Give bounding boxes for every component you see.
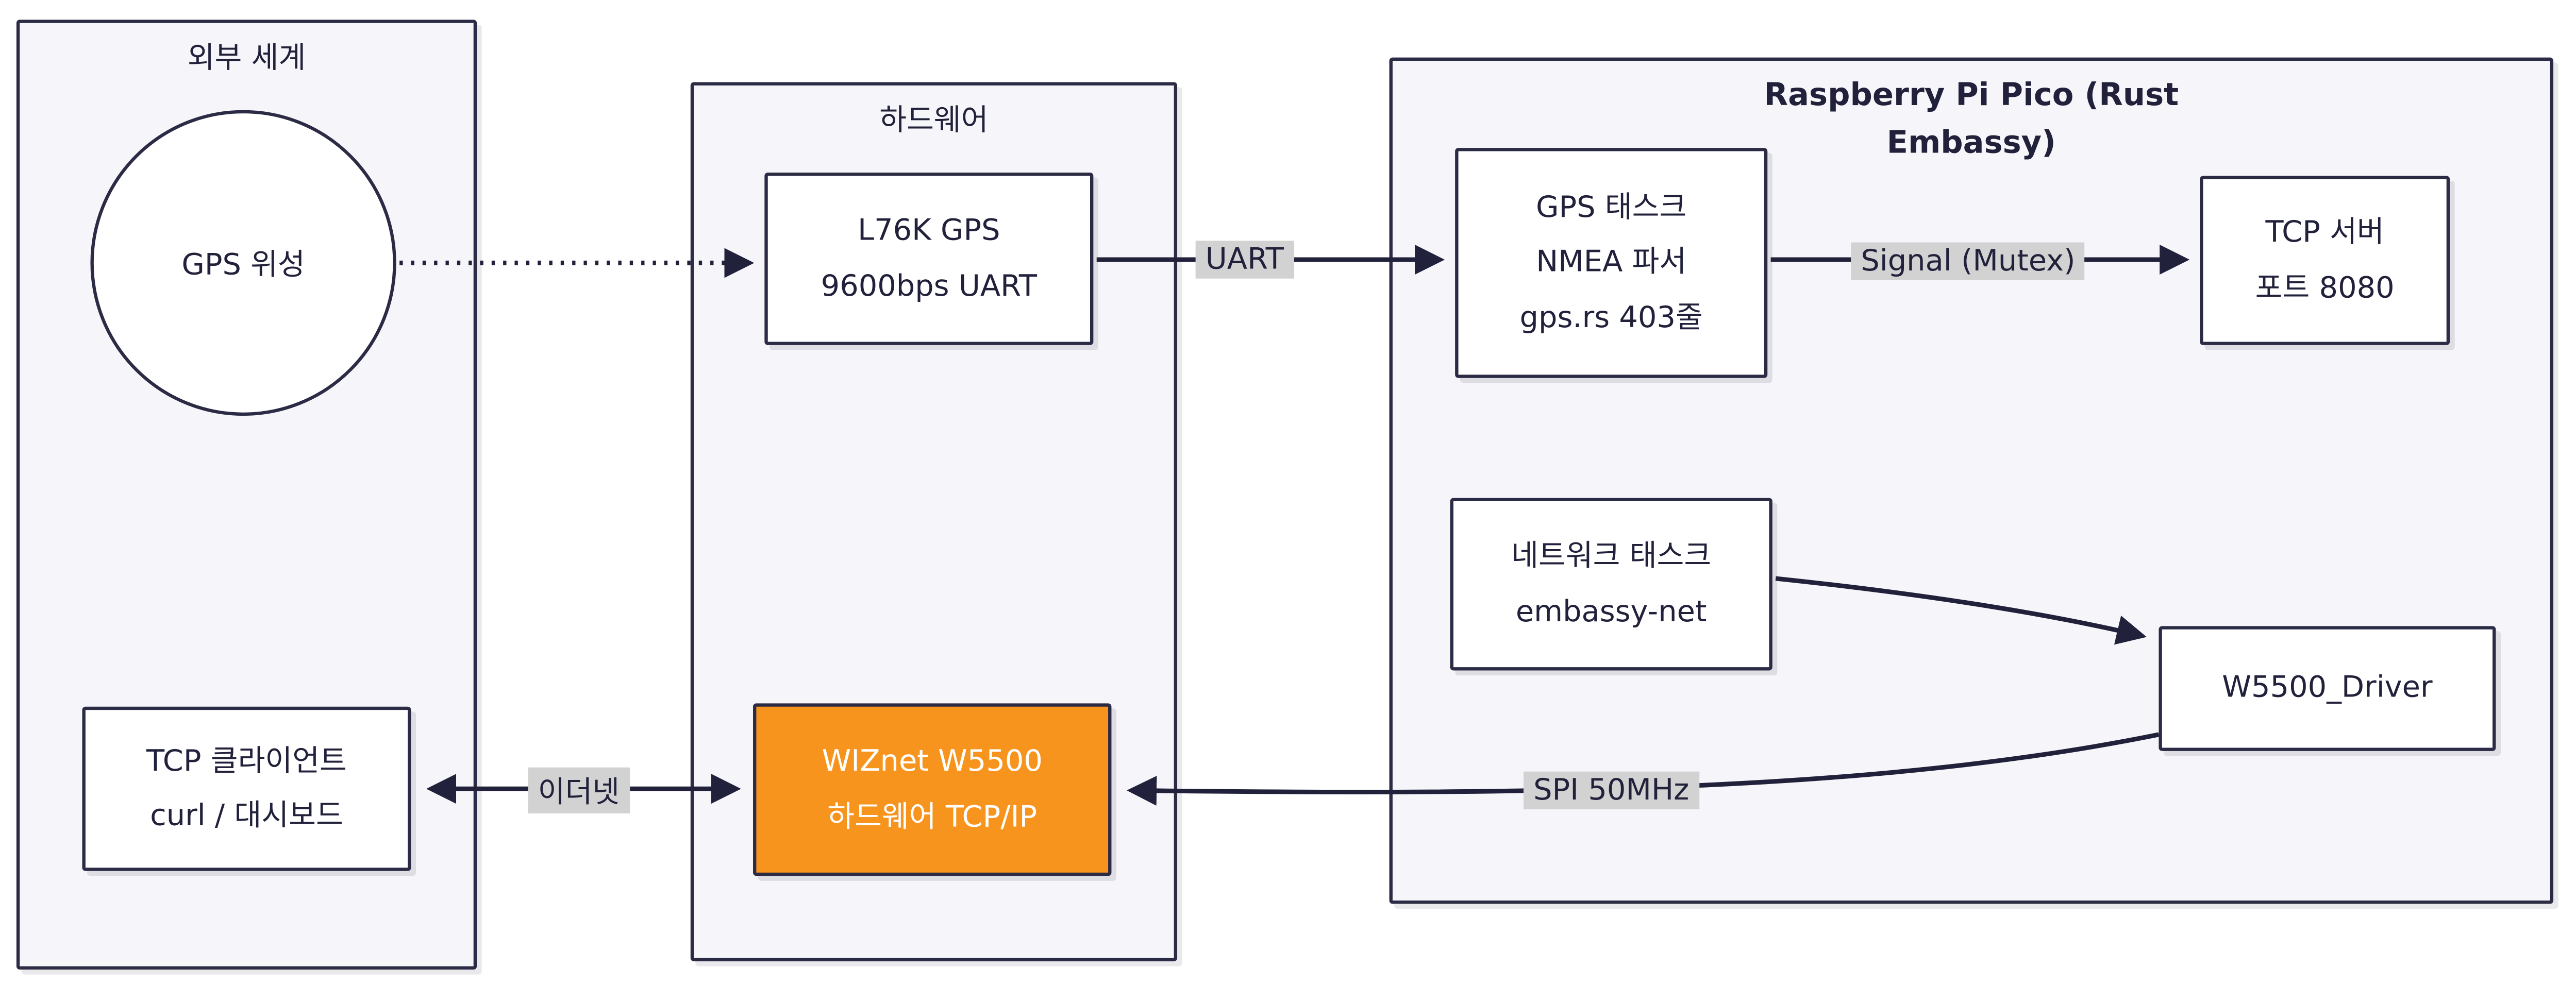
container-hardware-title: 하드웨어 xyxy=(879,103,989,138)
edge-label-signal-mutex: Signal (Mutex) xyxy=(1851,242,2085,280)
node-tcp-client-line1: TCP 클라이언트 xyxy=(146,744,347,779)
container-raspberry-pi-pico-title: Raspberry Pi Pico (Rust Embassy) xyxy=(1764,77,2179,162)
node-w5500-driver: W5500_Driver xyxy=(2159,626,2496,751)
node-wiznet-w5500-line2: 하드웨어 TCP/IP xyxy=(827,799,1038,834)
node-tcp-server-line2: 포트 8080 xyxy=(2255,270,2395,305)
node-network-task-line2: embassy-net xyxy=(1515,594,1707,629)
edge-label-uart: UART xyxy=(1195,241,1294,279)
node-tcp-server-line1: TCP 서버 xyxy=(2265,215,2384,250)
node-wiznet-w5500: WIZnet W5500 하드웨어 TCP/IP xyxy=(753,703,1112,876)
node-gps-task: GPS 태스크 NMEA 파서 gps.rs 403줄 xyxy=(1455,148,1768,378)
node-l76k-gps-line1: L76K GPS xyxy=(858,214,1000,249)
node-gps-satellite: GPS 위성 xyxy=(90,110,396,416)
node-gps-task-line1: GPS 태스크 xyxy=(1536,191,1687,226)
node-network-task-line1: 네트워크 태스크 xyxy=(1511,539,1712,574)
node-w5500-driver-label: W5500_Driver xyxy=(2222,671,2433,706)
node-gps-satellite-label: GPS 위성 xyxy=(181,248,305,283)
container-external-world-title: 외부 세계 xyxy=(187,41,306,76)
node-l76k-gps: L76K GPS 9600bps UART xyxy=(764,172,1094,345)
node-wiznet-w5500-line1: WIZnet W5500 xyxy=(822,744,1043,779)
edge-label-ethernet: 이더넷 xyxy=(528,767,630,814)
node-tcp-server: TCP 서버 포트 8080 xyxy=(2200,176,2450,345)
node-tcp-client-line2: curl / 대시보드 xyxy=(150,798,343,834)
node-l76k-gps-line2: 9600bps UART xyxy=(821,268,1037,303)
node-tcp-client: TCP 클라이언트 curl / 대시보드 xyxy=(82,706,411,871)
node-network-task: 네트워크 태스크 embassy-net xyxy=(1450,498,1772,671)
node-gps-task-line3: gps.rs 403줄 xyxy=(1519,300,1703,335)
edge-label-spi-50mhz: SPI 50MHz xyxy=(1523,771,1699,810)
node-gps-task-line2: NMEA 파서 xyxy=(1536,245,1687,280)
